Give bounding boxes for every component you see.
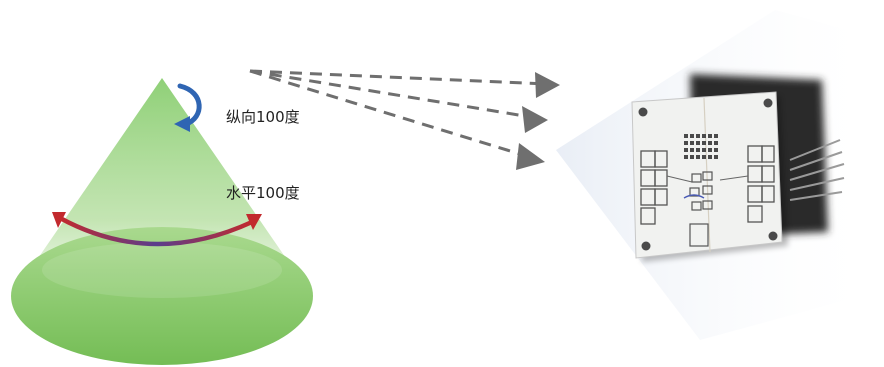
dashed-arrow-middle [249,69,538,120]
vertical-rotation-arrow-icon [174,83,202,132]
field-of-view-cone [11,78,313,365]
right-components [747,145,775,223]
horizontal-angle-label: 水平100度 [226,184,300,202]
screw-holes [638,98,778,251]
dashed-arrows-icon [249,69,549,160]
center-chips [689,171,713,247]
cone-base [11,227,313,365]
horizontal-sweep-arrow-icon [52,212,262,247]
dashed-arrow-top [249,69,549,86]
traces [666,175,749,183]
sensor-device [556,10,884,340]
vertical-angle-label: 纵向100度 [226,108,300,126]
connector-pins [789,139,845,201]
left-components [640,150,668,225]
pin-header [684,134,718,159]
dashed-arrow-heads [516,72,560,170]
dashed-arrow-bottom [249,69,534,160]
